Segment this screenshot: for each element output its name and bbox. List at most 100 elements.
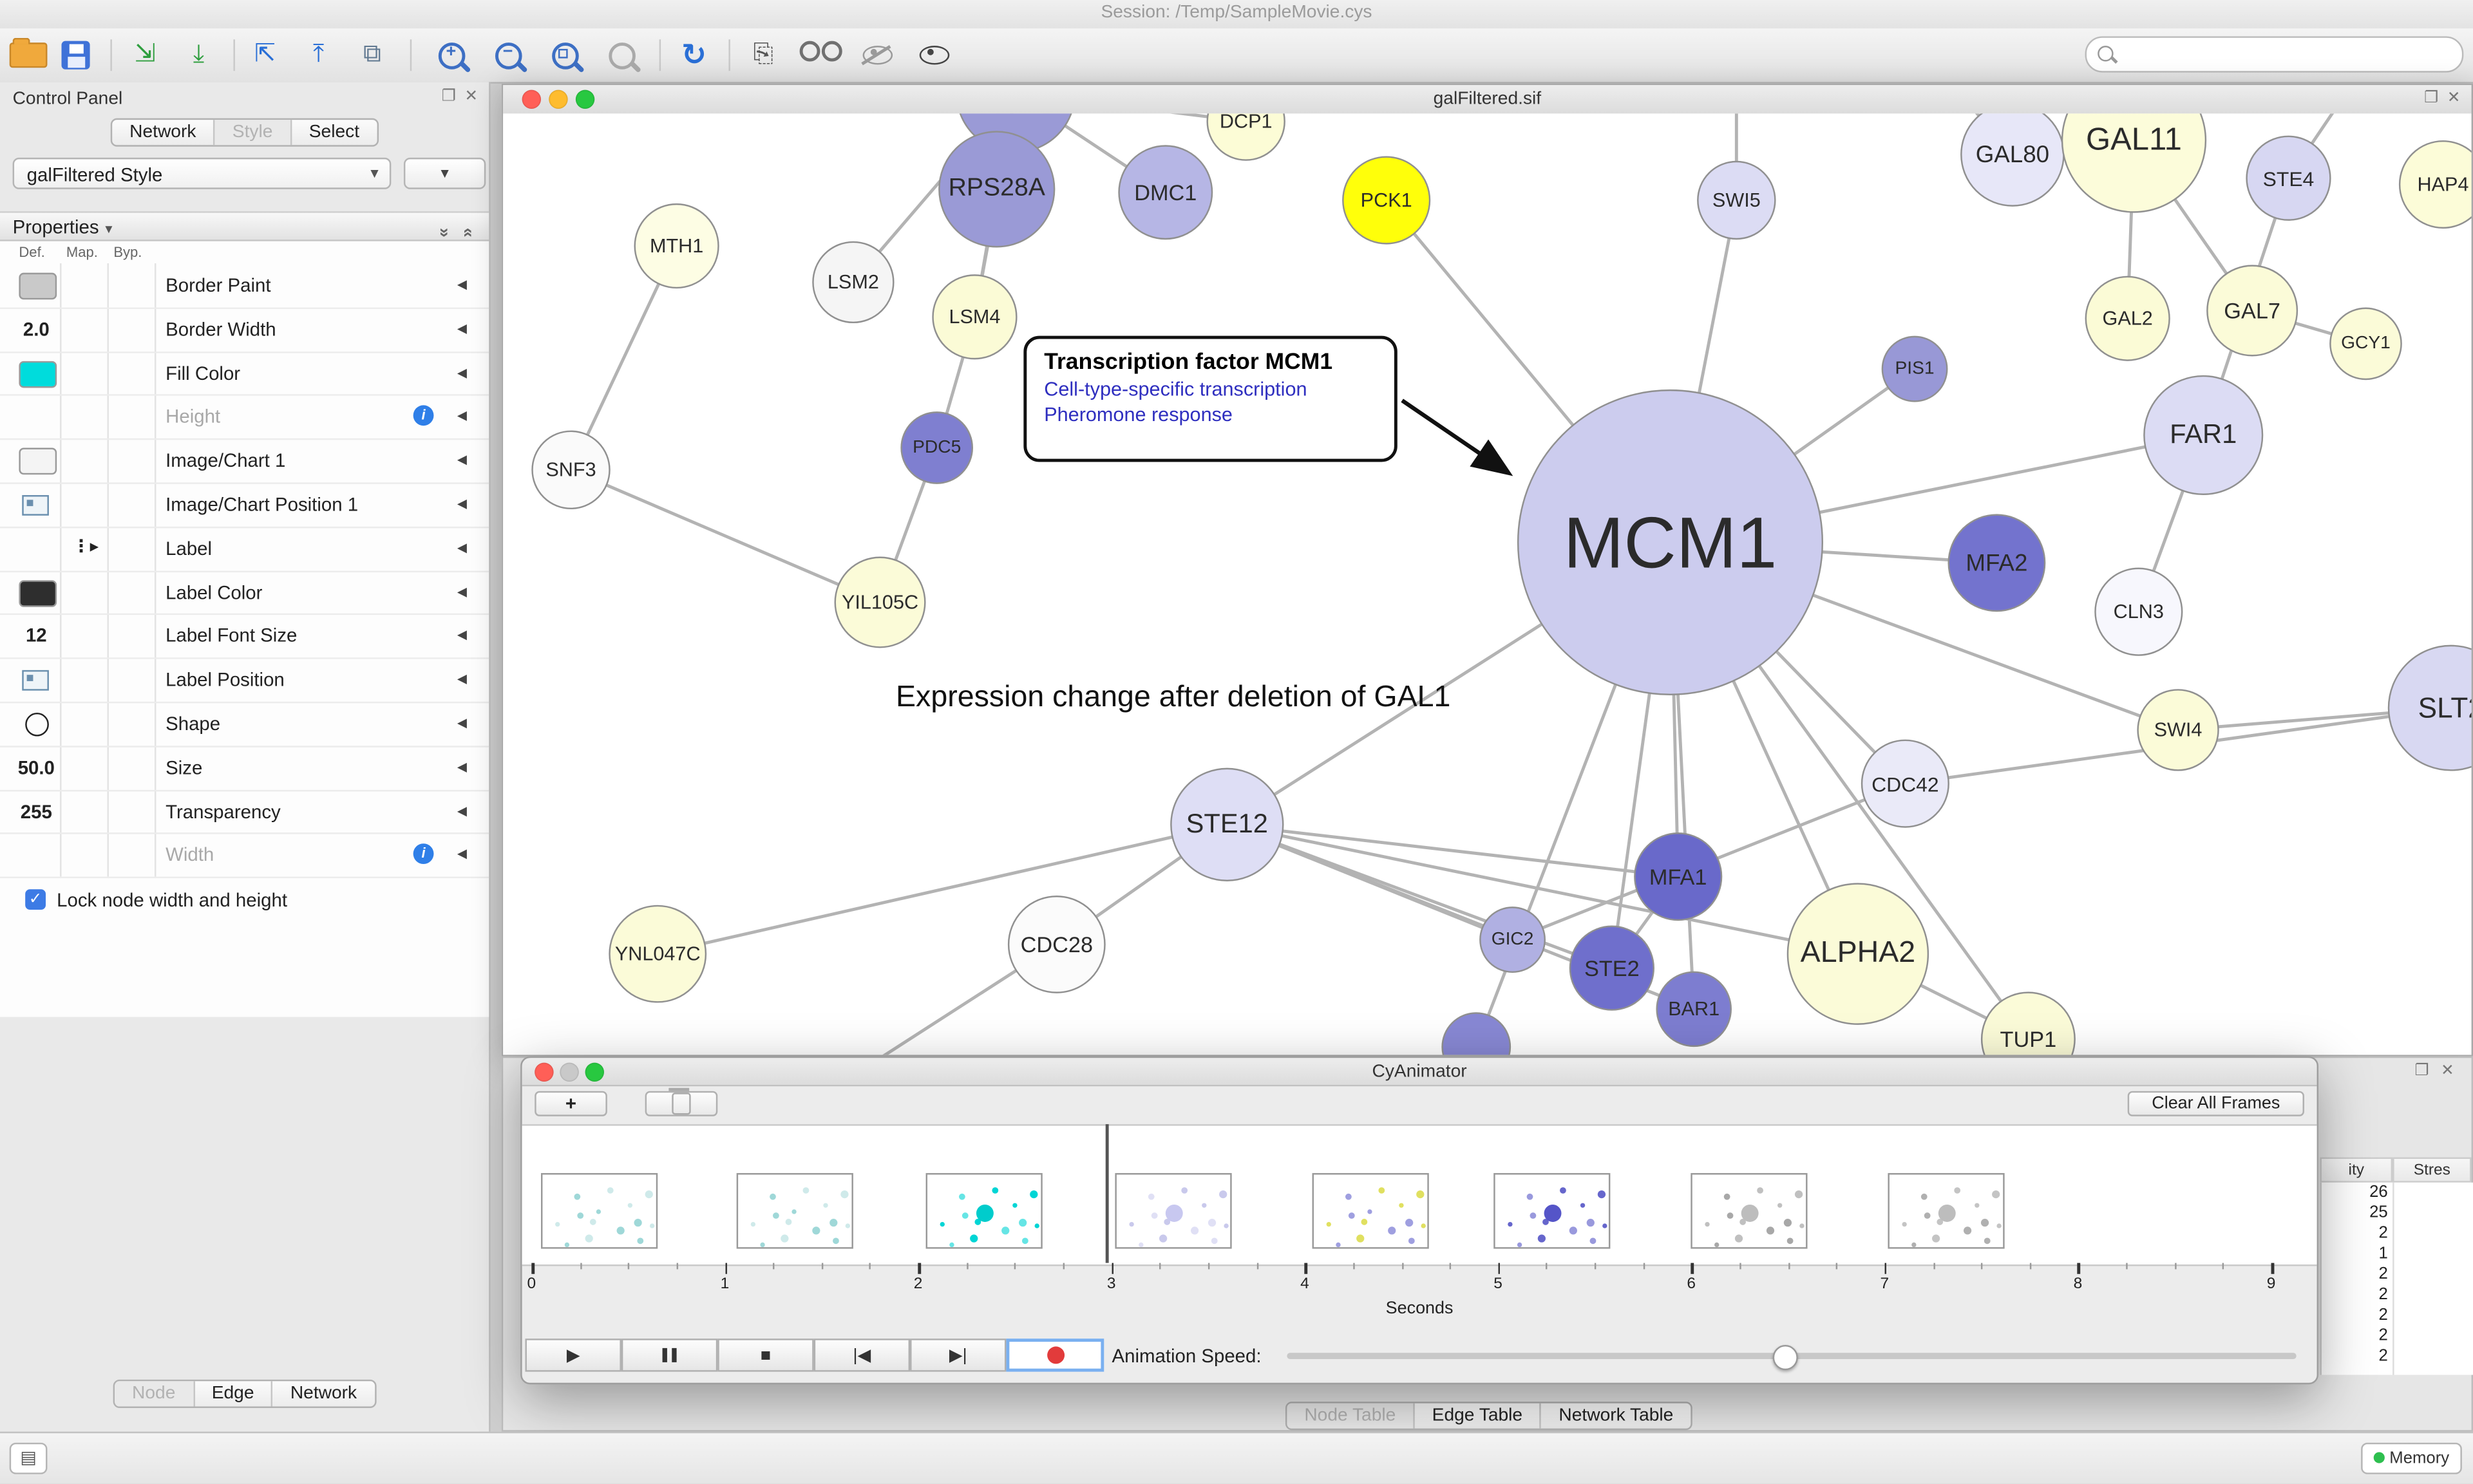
network-node-gal7[interactable]: GAL7 bbox=[2206, 265, 2298, 357]
log-console-button[interactable]: ▤ bbox=[9, 1442, 48, 1474]
default-value-swatch[interactable] bbox=[19, 579, 57, 606]
row-expand-arrow[interactable]: ◀ bbox=[457, 365, 467, 380]
search-input[interactable] bbox=[2121, 39, 2451, 70]
network-node-swi5[interactable]: SWI5 bbox=[1697, 160, 1776, 240]
minimize-traffic-light[interactable] bbox=[560, 1062, 579, 1082]
memory-button[interactable]: Memory bbox=[2361, 1442, 2462, 1474]
add-frame-button[interactable]: + bbox=[535, 1091, 607, 1116]
network-node-alpha2[interactable]: ALPHA2 bbox=[1786, 883, 1929, 1025]
network-node-lsm2[interactable]: LSM2 bbox=[812, 241, 895, 324]
attribute-browser-tab-edge[interactable]: Edge bbox=[193, 1381, 271, 1407]
style-property-row[interactable]: Label Position◀ bbox=[0, 658, 489, 704]
close-panel-icon[interactable]: ✕ bbox=[464, 88, 478, 106]
open-file-button[interactable] bbox=[6, 36, 51, 74]
network-node-far1[interactable]: FAR1 bbox=[2143, 375, 2264, 495]
row-expand-arrow[interactable]: ◀ bbox=[457, 321, 467, 336]
network-node-snf3[interactable]: SNF3 bbox=[531, 430, 611, 510]
annotation-link[interactable]: Cell-type-specific transcription bbox=[1044, 378, 1307, 401]
network-node-pck1[interactable]: PCK1 bbox=[1342, 156, 1431, 245]
table-row[interactable]: 2 bbox=[2322, 1264, 2473, 1285]
table-cell-value[interactable]: 2 bbox=[2378, 1284, 2388, 1304]
default-value-swatch[interactable] bbox=[19, 447, 57, 475]
table-row[interactable]: 2 bbox=[2322, 1306, 2473, 1326]
delete-frame-button[interactable] bbox=[645, 1087, 718, 1116]
table-cell-value[interactable]: 2 bbox=[2378, 1264, 2388, 1284]
network-node-gal2[interactable]: GAL2 bbox=[2085, 276, 2170, 361]
first-neighbors-button[interactable] bbox=[798, 36, 842, 74]
table-row[interactable]: 25 bbox=[2322, 1203, 2473, 1224]
row-expand-arrow[interactable]: ◀ bbox=[457, 759, 467, 774]
close-view-icon[interactable]: ✕ bbox=[2447, 89, 2461, 108]
network-node-pis1[interactable]: PIS1 bbox=[1881, 335, 1948, 402]
network-node-lsm4[interactable]: LSM4 bbox=[932, 274, 1018, 360]
table-cell-value[interactable]: 2 bbox=[2378, 1326, 2388, 1345]
table-row[interactable]: 2 bbox=[2322, 1346, 2473, 1367]
zoom-fit-button[interactable] bbox=[542, 36, 587, 74]
export-image-button[interactable]: ⧉ bbox=[350, 36, 395, 74]
default-value[interactable]: 2.0 bbox=[23, 318, 50, 341]
row-expand-arrow[interactable]: ◀ bbox=[457, 715, 467, 730]
table-row[interactable]: 2 bbox=[2322, 1326, 2473, 1347]
zoom-in-button[interactable]: + bbox=[429, 36, 473, 74]
skip-end-button[interactable]: ▶| bbox=[910, 1338, 1007, 1372]
float-table-icon[interactable]: ❐ bbox=[2414, 1062, 2429, 1080]
network-node-n1[interactable] bbox=[1441, 1012, 1511, 1055]
network-node-ste2[interactable]: STE2 bbox=[1569, 925, 1654, 1011]
frame-thumbnail[interactable] bbox=[736, 1173, 853, 1249]
style-property-row[interactable]: Shape◀ bbox=[0, 702, 489, 747]
network-node-dmc1[interactable]: DMC1 bbox=[1118, 145, 1213, 240]
network-node-ste12[interactable]: STE12 bbox=[1170, 767, 1284, 881]
network-node-tup1[interactable]: TUP1 bbox=[1980, 991, 2076, 1055]
maximize-traffic-light[interactable] bbox=[575, 89, 595, 109]
table-cell-value[interactable]: 2 bbox=[2378, 1223, 2388, 1243]
save-session-button[interactable] bbox=[53, 36, 98, 74]
zoom-out-button[interactable]: − bbox=[486, 36, 530, 74]
pause-button[interactable] bbox=[621, 1338, 718, 1372]
export-network-button[interactable]: ⇱ bbox=[243, 36, 287, 74]
control-panel-tab-network[interactable]: Network bbox=[129, 123, 196, 142]
row-expand-arrow[interactable]: ◀ bbox=[457, 277, 467, 292]
animation-speed-slider-thumb[interactable] bbox=[1772, 1344, 1798, 1371]
network-node-cln3[interactable]: CLN3 bbox=[2094, 567, 2183, 656]
network-node-mfa2[interactable]: MFA2 bbox=[1947, 514, 2046, 612]
network-node-ynl047c[interactable]: YNL047C bbox=[609, 905, 707, 1003]
style-selector[interactable]: galFiltered Style▾ bbox=[12, 157, 392, 189]
network-node-rps28a[interactable]: RPS28A bbox=[938, 131, 1056, 248]
style-property-row[interactable]: Image/Chart 1◀ bbox=[0, 438, 489, 484]
default-value[interactable]: 255 bbox=[20, 800, 52, 823]
row-expand-arrow[interactable]: ◀ bbox=[457, 540, 467, 555]
row-expand-arrow[interactable]: ◀ bbox=[457, 803, 467, 818]
network-node-gal80[interactable]: GAL80 bbox=[1960, 113, 2065, 207]
row-expand-arrow[interactable]: ◀ bbox=[457, 672, 467, 686]
expand-all-icon[interactable]: » bbox=[458, 227, 477, 238]
style-property-row[interactable]: Label⋮▸◀ bbox=[0, 526, 489, 572]
network-node-hap4[interactable]: HAP4 bbox=[2398, 140, 2472, 229]
row-expand-arrow[interactable]: ◀ bbox=[457, 584, 467, 599]
network-node-pdc5[interactable]: PDC5 bbox=[900, 411, 974, 484]
record-button[interactable] bbox=[1006, 1338, 1104, 1372]
frame-thumbnail[interactable] bbox=[925, 1173, 1043, 1249]
style-property-row[interactable]: Image/Chart Position 1◀ bbox=[0, 482, 489, 528]
close-traffic-light[interactable] bbox=[535, 1062, 554, 1082]
default-value[interactable]: 12 bbox=[25, 625, 47, 648]
maximize-traffic-light[interactable] bbox=[585, 1062, 604, 1082]
table-row[interactable]: 1 bbox=[2322, 1244, 2473, 1264]
row-expand-arrow[interactable]: ◀ bbox=[457, 496, 467, 511]
timeline-playhead[interactable] bbox=[1105, 1124, 1108, 1263]
position-icon[interactable] bbox=[22, 670, 49, 691]
annotation-link[interactable]: Pheromone response bbox=[1044, 403, 1233, 426]
network-node-mth1[interactable]: MTH1 bbox=[634, 203, 719, 289]
import-table-button[interactable]: ⤓ bbox=[176, 36, 221, 74]
row-expand-arrow[interactable]: ◀ bbox=[457, 409, 467, 424]
table-cell-value[interactable]: 1 bbox=[2378, 1244, 2388, 1263]
table-tab-edge-table[interactable]: Edge Table bbox=[1413, 1403, 1540, 1429]
snapshot-button[interactable]: ⎘ bbox=[741, 36, 786, 74]
attribute-browser-tab-network[interactable]: Network bbox=[271, 1381, 374, 1407]
network-node-mfa1[interactable]: MFA1 bbox=[1634, 832, 1723, 921]
network-node-ste4[interactable]: STE4 bbox=[2246, 135, 2331, 221]
default-value[interactable]: 50.0 bbox=[17, 756, 55, 779]
style-property-row[interactable]: Label Color◀ bbox=[0, 570, 489, 616]
